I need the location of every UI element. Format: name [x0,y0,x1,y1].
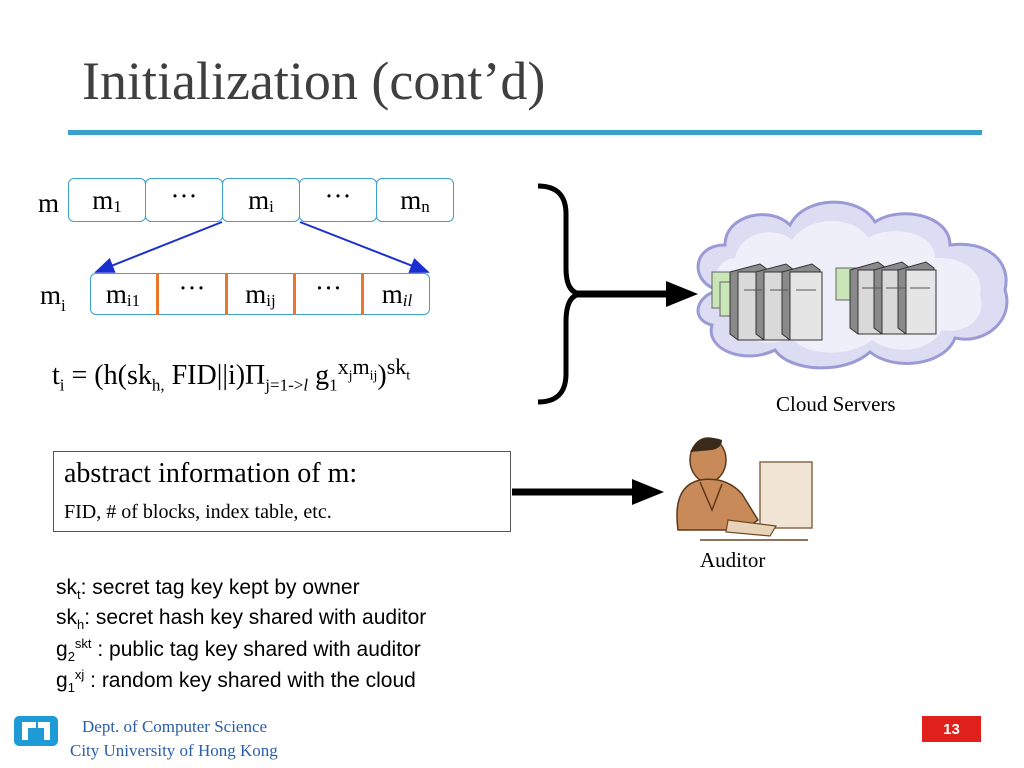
tag-formula: ti = (h(skh, FID||i)Πj=1->l g1xjmij)skt [52,355,410,395]
legend-text: : secret tag key kept by owner [80,576,360,599]
slide-title: Initialization (cont’d) [82,51,546,111]
block-base: m [245,278,267,309]
abstract-detail: FID, # of blocks, index table, etc. [64,501,332,523]
legend-base: g [56,638,68,661]
legend-text: : public tag key shared with auditor [91,638,421,661]
block-sub: i [269,197,274,216]
legend-sup: skt [74,636,92,651]
legend-sup: xj [74,667,85,682]
legend-item-g2: g2skt : public tag key shared with audit… [56,636,421,665]
formula-exp-part: m [352,353,370,379]
legend-base: sk [56,606,77,629]
cloud-servers-caption: Cloud Servers [776,392,896,416]
block-ellipsis-2: ··· [299,178,377,222]
formula-part: = (h(sk [64,360,152,391]
title-underline [68,130,982,135]
legend-sub: t [77,587,81,603]
ellipsis: ··· [324,181,352,211]
file-label: m [38,188,60,218]
formula-part: FID||i)Π [164,360,266,391]
formula-part: g [308,360,330,391]
formula-part: ) [377,360,387,391]
sub-block-ellipsis-2: ··· [296,273,361,315]
arrow-to-auditor-head [632,479,664,505]
block-base: m [400,184,422,215]
block-base: m [381,278,403,309]
label-base: m [40,280,62,310]
formula-sub-part: l [303,375,309,395]
auditor-person-icon [676,437,813,541]
formula-sub: j=1->l [265,376,308,395]
formula-sub: h, [151,375,165,395]
formula-exp-sub: ij [369,368,378,384]
server-group-left-icon [711,263,823,341]
sub-block-row [90,273,430,315]
legend-sub: h [77,617,85,633]
ellipsis: ··· [170,181,198,211]
block-sub: ij [266,291,276,310]
formula-outer-exponent: skt [386,353,410,382]
formula-sub: i [59,375,65,395]
server-group-right-icon [835,261,937,335]
page-number-badge: 13 [922,716,981,742]
legend-base: sk [56,576,77,599]
sub-block-ellipsis-1: ··· [159,273,225,315]
label-sub: i [61,296,66,315]
legend-sub: 1 [67,680,75,696]
auditor-caption: Auditor [700,548,766,572]
right-brace [537,183,583,405]
block-base: m [92,184,114,215]
divider [293,273,296,315]
ellipsis: ··· [315,273,342,303]
formula-part: t [52,360,60,391]
block-base: m [248,184,270,215]
block-sub: n [421,197,430,216]
formula-exp-sub: t [406,368,411,384]
legend-item-skh: skh: secret hash key shared with auditor [56,606,427,633]
block-base: m [105,278,127,309]
formula-sub-part: j=1-> [265,375,304,395]
legend-text: : secret hash key shared with auditor [84,606,427,629]
formula-exp-part: sk [386,353,407,379]
abstract-title: abstract information of m: [64,458,358,489]
divider [156,273,159,315]
formula-sub: 1 [329,375,338,395]
legend-item-skt: skt: secret tag key kept by owner [56,576,360,603]
formula-exp-sub: j [348,368,353,384]
divider [225,273,228,315]
sub-block-label: mi [40,280,66,315]
legend-base: g [56,669,68,692]
legend-text: : random key shared with the cloud [84,669,416,692]
block-sub: i1 [126,291,141,310]
block-sub: 1 [113,197,122,216]
formula-exponent: xjmij [337,353,378,382]
divider [361,273,364,315]
block-sub: il [402,291,413,310]
footer-department: Dept. of Computer Science [82,717,268,736]
abstract-info-box [53,451,511,532]
legend-item-g1: g1xj : random key shared with the cloud [56,667,416,696]
legend-sub: 2 [67,649,75,665]
arrow-right [299,221,430,273]
university-logo-icon [14,716,58,746]
formula-exp-part: x [337,353,349,379]
footer-university: City University of Hong Kong [70,741,278,760]
arrow-left [94,221,223,273]
arrow-to-cloud-head [666,281,698,307]
ellipsis: ··· [178,273,206,303]
block-ellipsis-1: ··· [145,178,223,222]
